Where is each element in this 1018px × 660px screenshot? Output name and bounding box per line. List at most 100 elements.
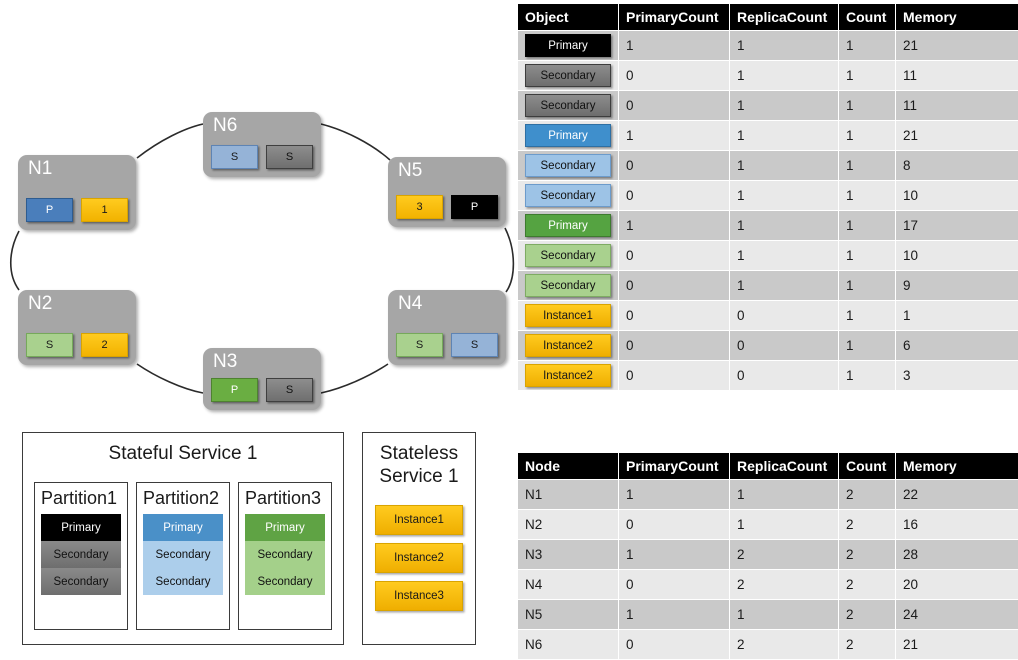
col-header-primarycount[interactable]: PrimaryCount [619, 4, 729, 30]
primarycount-cell: 0 [619, 570, 729, 599]
node-table-head: Node PrimaryCount ReplicaCount Count Mem… [518, 453, 1018, 479]
edge-n1-n6 [136, 123, 204, 159]
col-header-node-replicacount[interactable]: ReplicaCount [730, 453, 838, 479]
primarycount-cell: 1 [619, 540, 729, 569]
object-table: Object PrimaryCount ReplicaCount Count M… [517, 3, 1018, 391]
status-badge[interactable]: Primary [525, 34, 611, 57]
status-badge[interactable]: Secondary [525, 94, 611, 117]
col-header-object[interactable]: Object [518, 4, 618, 30]
ring-node-slot[interactable]: S [266, 378, 313, 402]
primarycount-cell: 0 [619, 301, 729, 330]
status-badge[interactable]: Secondary [525, 274, 611, 297]
replicacount-cell: 1 [730, 31, 838, 60]
ring-node-slot[interactable]: S [266, 145, 313, 169]
replica-secondary[interactable]: Secondary [245, 568, 325, 595]
ring-node-slot[interactable]: P [211, 378, 258, 402]
replicacount-cell: 1 [730, 61, 838, 90]
ring-node-slot[interactable]: P [26, 198, 73, 222]
ring-node-slot[interactable]: S [396, 333, 443, 357]
memory-cell: 21 [896, 121, 1018, 150]
status-badge[interactable]: Primary [525, 124, 611, 147]
instance-chip[interactable]: Instance1 [375, 505, 463, 535]
status-badge[interactable]: Secondary [525, 184, 611, 207]
replica-secondary[interactable]: Secondary [41, 541, 121, 568]
replica-primary[interactable]: Primary [245, 514, 325, 541]
col-header-memory[interactable]: Memory [896, 4, 1018, 30]
memory-cell: 1 [896, 301, 1018, 330]
primarycount-cell: 0 [619, 91, 729, 120]
primarycount-cell: 0 [619, 271, 729, 300]
replicacount-cell: 1 [730, 91, 838, 120]
instance-chip[interactable]: Instance3 [375, 581, 463, 611]
replica-secondary[interactable]: Secondary [143, 568, 223, 595]
replica-secondary[interactable]: Secondary [41, 568, 121, 595]
edge-n2-n1 [10, 230, 20, 291]
status-badge[interactable]: Instance2 [525, 364, 611, 387]
col-header-replicacount[interactable]: ReplicaCount [730, 4, 838, 30]
col-header-node-count[interactable]: Count [839, 453, 895, 479]
replica-primary[interactable]: Primary [143, 514, 223, 541]
status-badge[interactable]: Instance2 [525, 334, 611, 357]
ring-node-slot[interactable]: P [451, 195, 498, 219]
ring-node-slot[interactable]: S [26, 333, 73, 357]
replica-secondary[interactable]: Secondary [143, 541, 223, 568]
edge-n5-n4 [504, 227, 515, 293]
memory-cell: 10 [896, 241, 1018, 270]
status-badge[interactable]: Instance1 [525, 304, 611, 327]
memory-cell: 24 [896, 600, 1018, 629]
ring-node-slot[interactable]: S [451, 333, 498, 357]
primarycount-cell: 1 [619, 121, 729, 150]
count-cell: 1 [839, 361, 895, 390]
ring-node-slot[interactable]: 1 [81, 198, 128, 222]
replica-primary[interactable]: Primary [41, 514, 121, 541]
col-header-count[interactable]: Count [839, 4, 895, 30]
instance-chip[interactable]: Instance2 [375, 543, 463, 573]
col-header-node-memory[interactable]: Memory [896, 453, 1018, 479]
status-badge[interactable]: Secondary [525, 64, 611, 87]
ring-node-slot[interactable]: 3 [396, 195, 443, 219]
col-header-node-primarycount[interactable]: PrimaryCount [619, 453, 729, 479]
status-badge[interactable]: Secondary [525, 244, 611, 267]
ring-node-slot[interactable]: 2 [81, 333, 128, 357]
col-header-node[interactable]: Node [518, 453, 618, 479]
primarycount-cell: 1 [619, 31, 729, 60]
replica-secondary[interactable]: Secondary [245, 541, 325, 568]
status-badge[interactable]: Primary [525, 214, 611, 237]
status-badge[interactable]: Secondary [525, 154, 611, 177]
count-cell: 2 [839, 480, 895, 509]
ring-node-slot[interactable]: S [211, 145, 258, 169]
ring-node-label: N4 [398, 293, 423, 314]
object-cell: Secondary [518, 271, 618, 300]
